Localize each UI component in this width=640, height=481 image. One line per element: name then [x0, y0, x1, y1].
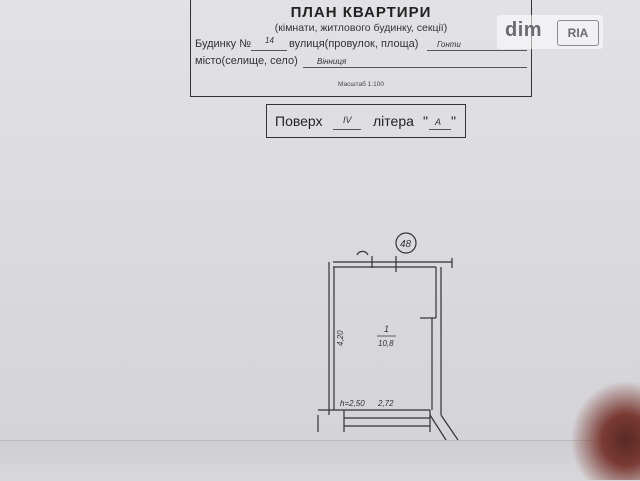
building-number: 14 [265, 36, 274, 45]
street-label: вулиця(провулок, площа) [289, 38, 419, 50]
letter-quote-open: " [423, 113, 428, 129]
city-value: Вінниця [317, 57, 347, 66]
street-value: Гонти [437, 40, 461, 49]
city-underline [303, 67, 527, 68]
plan-walls [317, 250, 459, 441]
room-marker-circle [395, 232, 417, 254]
city-label: місто(селище, село) [195, 55, 298, 67]
room-area: 10,8 [378, 339, 394, 348]
letter-value: А [435, 117, 442, 127]
floor-underline [333, 129, 361, 130]
outer-wall-right-diag [429, 414, 447, 441]
letter-underline [429, 129, 451, 130]
room-marker-label: 48 [400, 239, 412, 250]
floor-label: Поверх [275, 113, 323, 129]
dimria-logo: dim RIA [497, 15, 603, 49]
letter-quote-close: " [451, 113, 456, 129]
dim-vertical: 4,20 [336, 330, 345, 346]
background-object [570, 380, 640, 480]
door-arc [356, 250, 369, 256]
logo-badge: RIA [557, 20, 599, 46]
building-label: Будинку № [195, 38, 252, 50]
document-title: ПЛАН КВАРТИРИ [290, 4, 432, 21]
street-underline [427, 50, 527, 51]
plan-header: ПЛАН КВАРТИРИ (кімнати, житлового будинк… [190, 0, 532, 97]
floor-value: IV [343, 115, 352, 125]
document-subtitle: (кімнати, житлового будинку, секції) [274, 22, 448, 34]
letter-label: літера [373, 113, 414, 129]
height-label: h=2,50 [340, 399, 365, 408]
floor-box: Поверх IV літера " А " [266, 104, 466, 138]
building-underline [251, 50, 287, 51]
outer-wall-right-diag2 [440, 414, 459, 441]
room-number: 1 [384, 324, 389, 334]
paper-fold [0, 440, 640, 481]
dim-horizontal: 2,72 [377, 399, 394, 408]
scale-label: Масштаб 1:100 [338, 81, 384, 88]
logo-text: dim [505, 19, 543, 41]
